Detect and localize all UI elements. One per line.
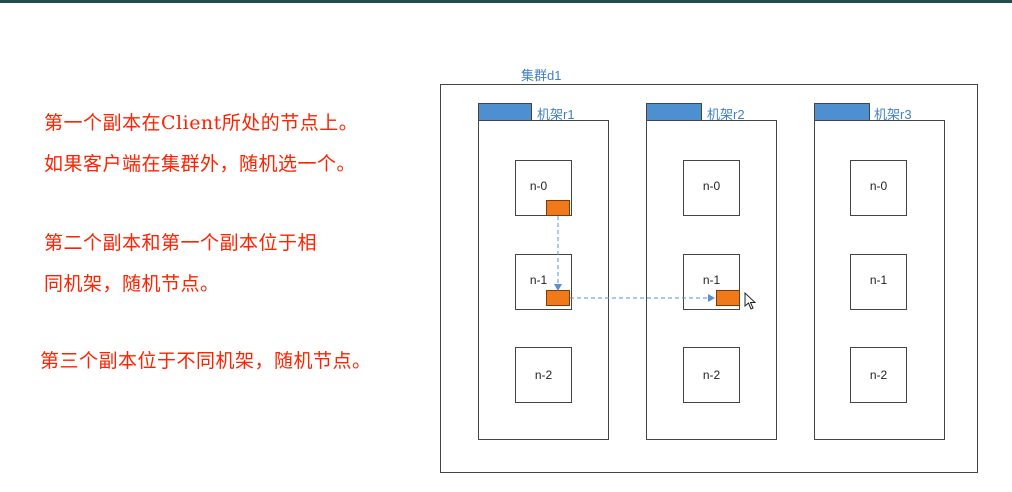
window-top-border xyxy=(0,0,1012,3)
rule-3-line-1: 第三个副本位于不同机架，随机节点。 xyxy=(40,350,372,372)
rack-box-r2 xyxy=(646,120,777,440)
node-r2-n2 xyxy=(683,347,740,403)
node-label-r3-n0: n-0 xyxy=(869,179,888,193)
rule-2-line-1: 第二个副本和第一个副本位于相 xyxy=(44,232,318,254)
rule-1-line-2: 如果客户端在集群外，随机选一个。 xyxy=(44,153,357,175)
replica-block-3 xyxy=(716,290,740,306)
node-r1-n2 xyxy=(515,347,572,403)
node-label-r3-n2: n-2 xyxy=(869,368,888,382)
mouse-pointer-icon xyxy=(744,291,757,310)
node-label-r1-n1: n-1 xyxy=(529,273,548,287)
node-label-r2-n0: n-0 xyxy=(702,179,721,193)
rack-label-r2: 机架r2 xyxy=(707,107,745,122)
node-r3-n1 xyxy=(850,254,907,310)
rack-box-r3 xyxy=(814,120,945,440)
rule-1-line-1: 第一个副本在Client所处的节点上。 xyxy=(44,112,359,134)
rack-tab-r2 xyxy=(646,103,702,121)
rule-2-line-2: 同机架，随机节点。 xyxy=(44,273,220,295)
node-label-r3-n1: n-1 xyxy=(869,273,888,287)
node-label-r1-n0: n-0 xyxy=(529,179,548,193)
rack-label-r1: 机架r1 xyxy=(537,107,575,122)
cluster-box xyxy=(440,84,978,473)
rack-tab-r3 xyxy=(814,103,870,121)
rack-tab-r1 xyxy=(478,103,532,121)
cluster-label: 集群d1 xyxy=(521,68,562,83)
arrowhead-replica-2 xyxy=(554,284,562,291)
node-r3-n2 xyxy=(850,347,907,403)
replica-block-1 xyxy=(546,200,570,216)
rack-box-r1 xyxy=(478,120,609,440)
node-label-r2-n2: n-2 xyxy=(702,368,721,382)
node-r3-n0 xyxy=(850,160,907,216)
arrowhead-replica-3 xyxy=(708,294,715,302)
node-r2-n0 xyxy=(683,160,740,216)
node-label-r2-n1: n-1 xyxy=(702,273,721,287)
rack-label-r3: 机架r3 xyxy=(874,107,912,122)
node-label-r1-n2: n-2 xyxy=(534,368,553,382)
